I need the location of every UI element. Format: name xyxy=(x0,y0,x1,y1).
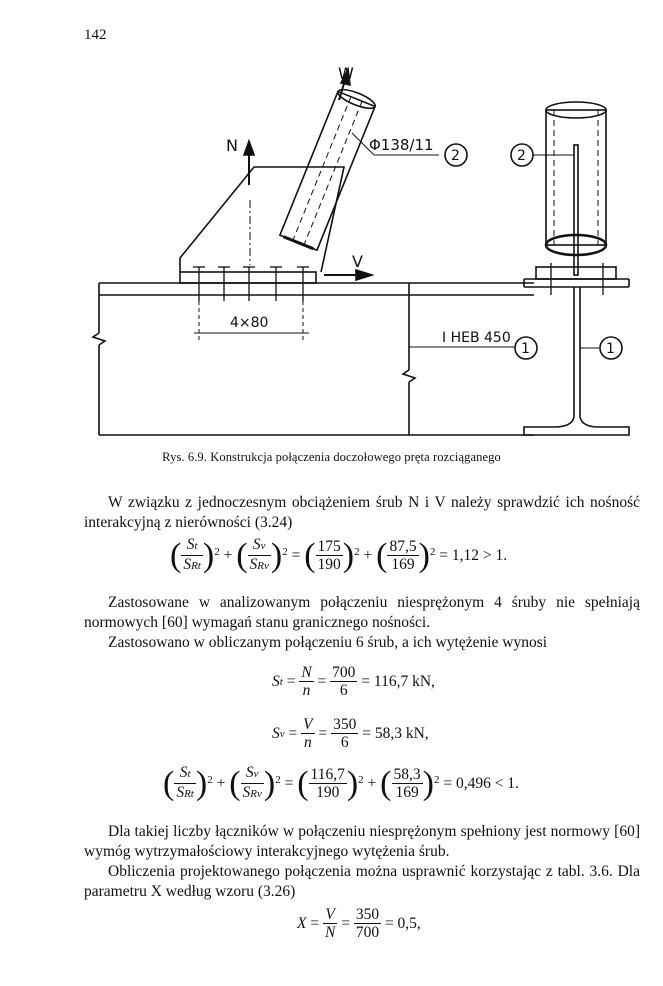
paragraph-4: Dla takiej liczby łączników w połączeniu… xyxy=(84,823,640,860)
paragraph-2: Zastosowane w analizowanym połączeniu ni… xyxy=(84,594,640,631)
pipe-label: Φ138/11 xyxy=(369,136,434,154)
paragraph-5: Obliczenia projektowanego połączenia moż… xyxy=(84,863,640,900)
callout-1: 1 xyxy=(521,341,530,357)
connection-drawing: W N V Φ138/11 4×80 I HEB 450 2 2 1 1 xyxy=(91,64,630,436)
label-n: N xyxy=(226,136,238,155)
callout-2: 2 xyxy=(451,148,460,164)
figure-caption: Rys. 6.9. Konstrukcja połączenia doczoło… xyxy=(162,450,501,464)
label-v: V xyxy=(352,252,363,271)
callout-1-right: 1 xyxy=(606,341,615,357)
paragraph-1: W związku z jednoczesnym obciążeniem śru… xyxy=(84,494,640,531)
callout-2-right: 2 xyxy=(517,148,526,164)
paragraph-3: Zastosowano w obliczanym połączeniu 6 śr… xyxy=(108,634,548,651)
spacing-label: 4×80 xyxy=(230,315,268,331)
beam-label: I HEB 450 xyxy=(442,330,511,346)
label-w: W xyxy=(338,64,354,83)
page-number: 142 xyxy=(84,27,107,43)
